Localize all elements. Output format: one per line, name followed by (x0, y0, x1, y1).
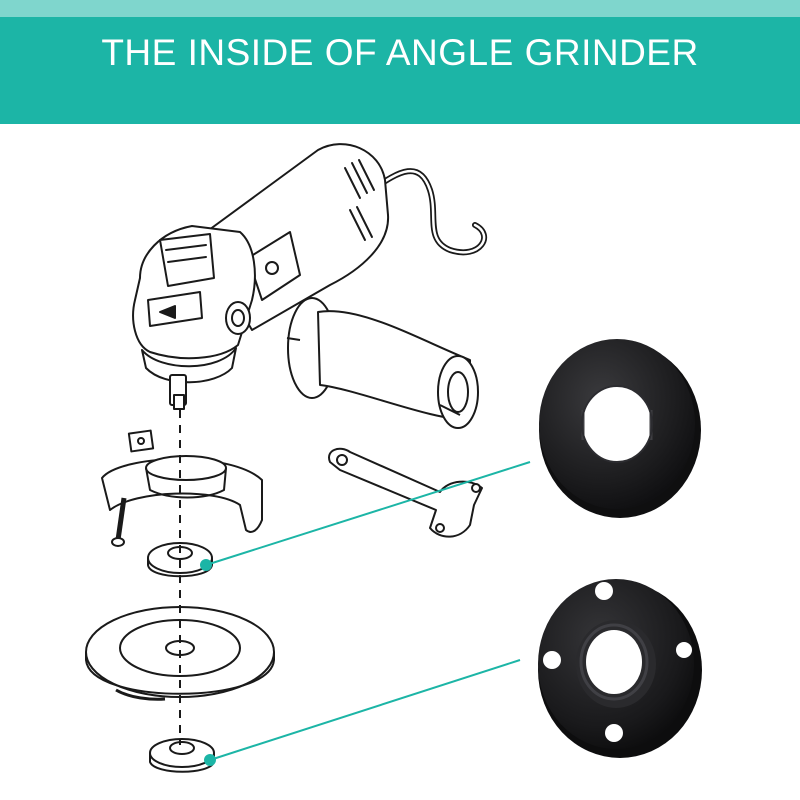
outer-lock-nut-icon (149, 738, 215, 773)
spanner-wrench-icon (328, 447, 483, 538)
flat-flange-icon (539, 339, 701, 518)
callout-dot-flange (200, 559, 212, 571)
lock-nut-icon (538, 579, 702, 758)
callout-lines (200, 461, 531, 766)
side-handle-icon (286, 297, 479, 429)
header-banner (0, 0, 800, 124)
callout-dot-locknut (204, 754, 216, 766)
grinder-body-icon (132, 143, 488, 410)
page-title: THE INSIDE OF ANGLE GRINDER (101, 31, 699, 73)
wheel-guard-icon (101, 429, 263, 547)
